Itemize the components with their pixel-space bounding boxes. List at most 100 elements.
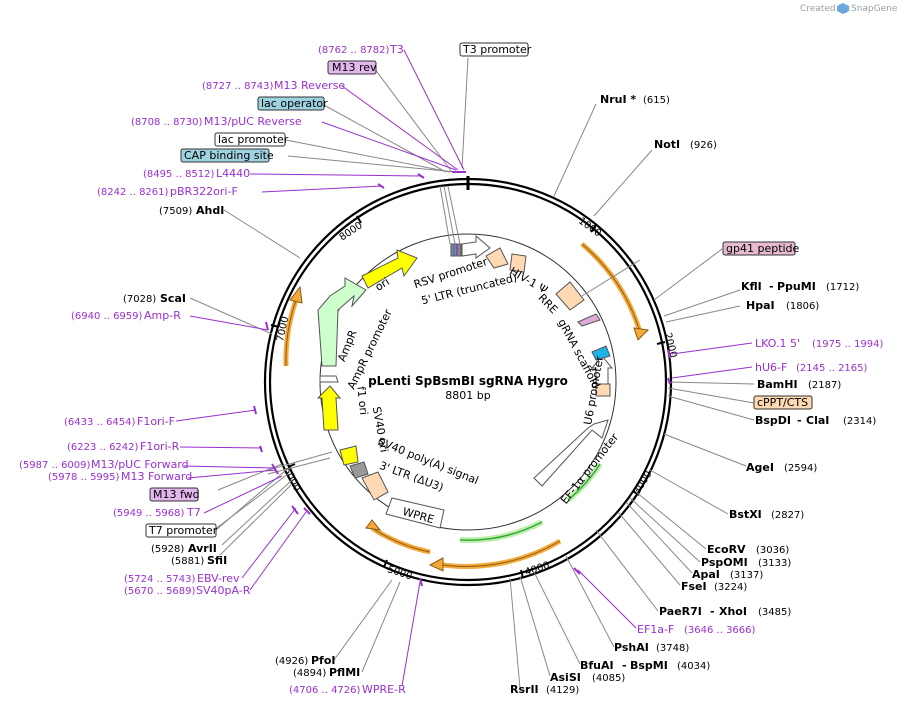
svg-text:M13/pUC Forward: M13/pUC Forward <box>91 458 189 471</box>
arrow-icon <box>633 327 650 341</box>
svg-text:PaeR7I: PaeR7I <box>659 605 702 618</box>
svg-text:PfoI: PfoI <box>311 654 336 667</box>
svg-text:M13 Forward: M13 Forward <box>121 470 192 483</box>
arrow-icon <box>289 285 303 304</box>
ori-label: ori <box>373 275 392 294</box>
svg-text:(1806): (1806) <box>786 301 819 312</box>
svg-text:(4085): (4085) <box>592 673 625 684</box>
primer-labels: (8762 .. 8782) T3 (8727 .. 8743) M13 Rev… <box>19 43 884 696</box>
svg-text:L4440: L4440 <box>216 167 250 180</box>
svg-text:(6940 .. 6959): (6940 .. 6959) <box>71 311 143 322</box>
svg-text:PspOMI: PspOMI <box>701 556 748 569</box>
plasmid-size: 8801 bp <box>445 389 490 402</box>
svg-text:ApaI: ApaI <box>692 568 720 581</box>
ticks <box>270 215 666 579</box>
svg-text:(8242 .. 8261): (8242 .. 8261) <box>97 187 169 198</box>
ef1a-promoter-label: EF-1α promoter <box>558 430 622 506</box>
svg-text:AvrII: AvrII <box>188 542 217 555</box>
svg-text:(8762 .. 8782): (8762 .. 8782) <box>318 45 390 56</box>
svg-text:NruI *: NruI * <box>600 93 636 106</box>
svg-text:KflI: KflI <box>741 280 762 293</box>
svg-text:(6433 .. 6454): (6433 .. 6454) <box>64 417 136 428</box>
svg-text:(7509): (7509) <box>159 206 192 217</box>
svg-text:(4706 .. 4726): (4706 .. 4726) <box>289 685 361 696</box>
svg-text:AhdI: AhdI <box>196 204 224 217</box>
svg-text:(4926): (4926) <box>275 656 308 667</box>
leader-lines <box>189 57 755 689</box>
svg-text:(8727 .. 8743): (8727 .. 8743) <box>202 81 274 92</box>
svg-text:T7: T7 <box>186 506 201 519</box>
svg-text:(4034): (4034) <box>677 661 710 672</box>
inner-green-arcs <box>370 462 603 555</box>
svg-text:BspDI: BspDI <box>755 414 791 427</box>
boxed-lac-operator: lac operator <box>257 96 328 111</box>
primer-marks <box>253 171 671 587</box>
primer-leaders <box>175 49 753 687</box>
svg-text:EBV-rev: EBV-rev <box>197 572 240 585</box>
svg-text:(2187): (2187) <box>808 380 841 391</box>
svg-text:PpuMI: PpuMI <box>777 280 816 293</box>
svg-text:M13/pUC Reverse: M13/pUC Reverse <box>204 115 302 128</box>
tick-label: 5000 <box>386 564 414 582</box>
svg-text:(5949 .. 5968): (5949 .. 5968) <box>113 508 185 519</box>
enzyme-labels: NruI * (615) NotI (926) KflI - PpuMI (17… <box>123 93 876 696</box>
svg-text:(7028): (7028) <box>123 294 156 305</box>
tick-label: 3000 <box>632 469 655 496</box>
svg-text:(3646 .. 3666): (3646 .. 3666) <box>684 625 756 636</box>
svg-text:(5987 .. 6009): (5987 .. 6009) <box>19 460 91 471</box>
svg-text:EF1a-F: EF1a-F <box>637 623 674 636</box>
svg-text:BstXI: BstXI <box>729 508 762 521</box>
svg-text:FseI: FseI <box>681 580 707 593</box>
inner-features <box>316 234 614 529</box>
svg-text:T7 promoter: T7 promoter <box>148 524 218 537</box>
boxed-m13-fwd: M13 fwd <box>149 487 200 502</box>
svg-text:(8495 .. 8512): (8495 .. 8512) <box>143 169 215 180</box>
svg-text:WPRE-R: WPRE-R <box>362 683 406 696</box>
svg-text:CAP binding site: CAP binding site <box>184 149 274 162</box>
svg-text:(3485): (3485) <box>758 607 791 618</box>
svg-text:(6223 .. 6242): (6223 .. 6242) <box>67 442 139 453</box>
sv40-ori-label: SV40 ori <box>370 406 391 454</box>
svg-text:(2145 .. 2165): (2145 .. 2165) <box>796 363 868 374</box>
svg-text:-: - <box>797 414 802 427</box>
svg-text:(1975 .. 1994): (1975 .. 1994) <box>812 339 884 350</box>
ampr-label: AmpR <box>335 328 359 364</box>
svg-text:T3 promoter: T3 promoter <box>462 43 532 56</box>
boxed-cap-binding-site: CAP binding site <box>180 148 274 163</box>
watermark-brand: SnapGene <box>851 4 898 14</box>
svg-text:gp41 peptide: gp41 peptide <box>726 242 800 255</box>
svg-text:(615): (615) <box>643 95 670 106</box>
svg-text:(5928): (5928) <box>151 544 184 555</box>
svg-text:BspMI: BspMI <box>630 659 668 672</box>
svg-text:-: - <box>769 280 774 293</box>
svg-text:-: - <box>622 659 627 672</box>
svg-text:(1712): (1712) <box>826 282 859 293</box>
plasmid-title: pLenti SpBsmBI sgRNA Hygro <box>368 374 568 388</box>
svg-text:(5724 .. 5743): (5724 .. 5743) <box>124 574 196 585</box>
svg-text:PflMI: PflMI <box>329 666 360 679</box>
svg-text:(3224): (3224) <box>714 582 747 593</box>
svg-text:hU6-F: hU6-F <box>755 361 787 374</box>
svg-text:RsrII: RsrII <box>510 683 539 696</box>
svg-text:PshAI: PshAI <box>614 641 649 654</box>
svg-text:XhoI: XhoI <box>719 605 747 618</box>
svg-text:cPPT/CTS: cPPT/CTS <box>757 396 808 409</box>
svg-text:(3133): (3133) <box>758 558 791 569</box>
svg-text:M13 Reverse: M13 Reverse <box>274 79 345 92</box>
svg-text:pBR322ori-F: pBR322ori-F <box>170 185 238 198</box>
boxed-lac-promoter: lac promoter <box>214 132 289 147</box>
svg-text:EcoRV: EcoRV <box>707 543 746 556</box>
svg-text:AsiSI: AsiSI <box>550 671 581 684</box>
svg-text:Amp-R: Amp-R <box>144 309 181 322</box>
svg-text:(5670 .. 5689): (5670 .. 5689) <box>124 586 196 597</box>
svg-text:(2594): (2594) <box>784 463 817 474</box>
svg-text:F1ori-R: F1ori-R <box>140 440 180 453</box>
svg-text:(5978 .. 5995): (5978 .. 5995) <box>48 472 120 483</box>
svg-text:(4894): (4894) <box>293 668 326 679</box>
svg-text:AgeI: AgeI <box>746 461 774 474</box>
boxed-t3-promoter: T3 promoter <box>459 42 532 57</box>
svg-text:M13 fwd: M13 fwd <box>153 488 200 501</box>
svg-text:(8708 .. 8730): (8708 .. 8730) <box>131 117 203 128</box>
svg-text:LKO.1 5': LKO.1 5' <box>755 337 800 350</box>
